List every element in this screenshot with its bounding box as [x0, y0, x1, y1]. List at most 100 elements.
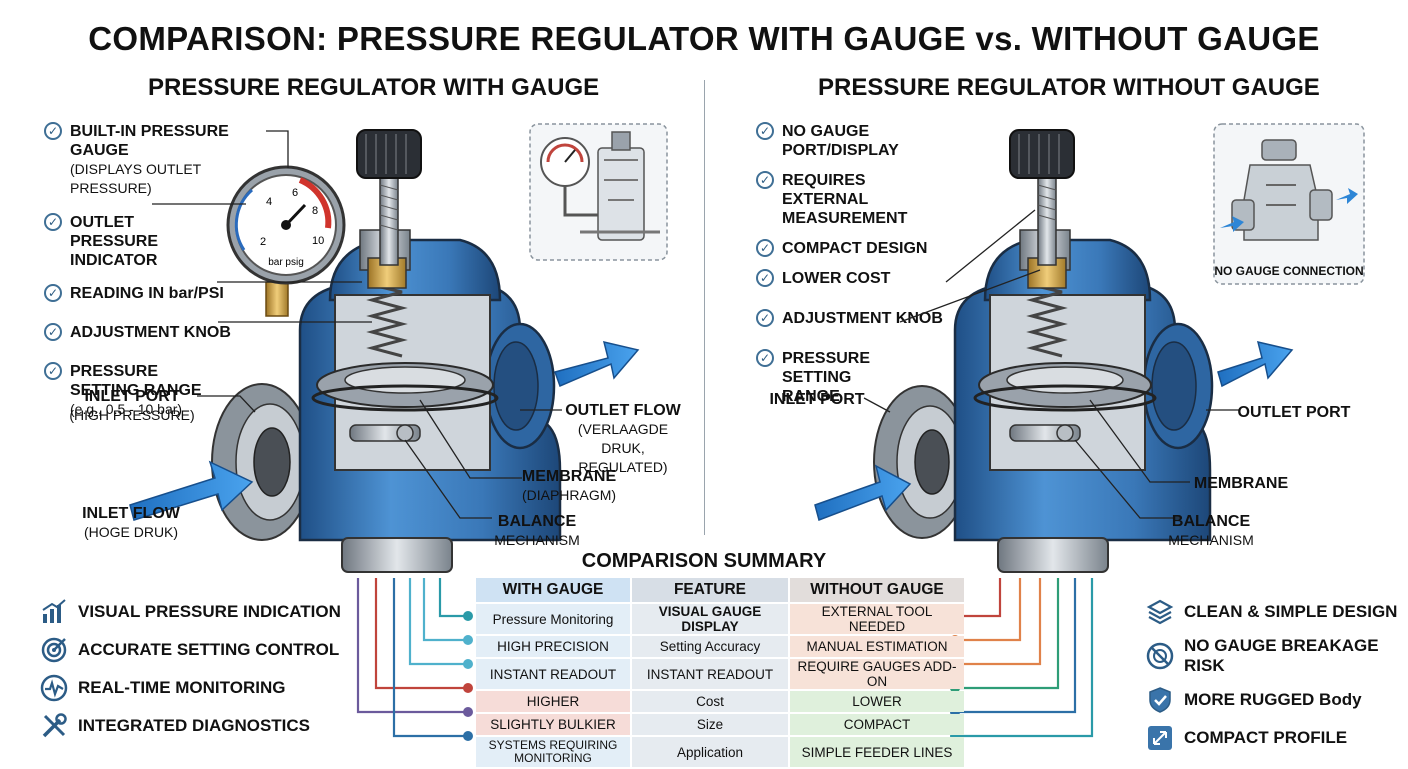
left-benefits-list: VISUAL PRESSURE INDICATION ACCURATE SETT…: [40, 598, 341, 740]
check-icon: ✓: [756, 171, 774, 189]
callout-label: MEMBRANE: [1193, 475, 1289, 492]
feature-label: ADJUSTMENT KNOB: [782, 310, 943, 327]
inlet-flow-arrow: [129, 460, 254, 521]
cell-feature: Application: [632, 737, 788, 767]
benefit-item: REAL-TIME MONITORING: [40, 674, 341, 702]
table-header-row: WITH GAUGE FEATURE WITHOUT GAUGE: [476, 578, 964, 602]
left-balance-callout: BALANCE MECHANISM: [482, 512, 592, 550]
right-inset-no-gauge: [1213, 123, 1365, 285]
table-row: HIGHER Cost LOWER: [476, 691, 964, 712]
right-connector-lines: [955, 578, 1094, 738]
right-outlet-port-callout: OUTLET PORT: [1236, 403, 1352, 422]
center-divider: [704, 80, 705, 535]
left-inlet-port-callout: INLET PORT (HIGH PRESSURE): [62, 387, 202, 425]
cell-without: EXTERNAL TOOL NEEDED: [790, 604, 964, 634]
column-header-with-gauge: WITH GAUGE: [476, 578, 630, 602]
cell-without: MANUAL ESTIMATION: [790, 636, 964, 657]
check-icon: ✓: [756, 239, 774, 257]
callout-label: BALANCE: [1171, 513, 1251, 530]
cell-feature: Setting Accuracy: [632, 636, 788, 657]
left-membrane-callout: MEMBRANE (DIAPHRAGM): [504, 467, 634, 505]
right-membrane-callout: MEMBRANE: [1186, 474, 1296, 493]
feature-sub: (e.g., 0.5 - 10 bar): [70, 401, 183, 417]
tools-icon: [42, 713, 67, 738]
benefit-item: INTEGRATED DIAGNOSTICS: [40, 712, 341, 740]
left-feature-indicator: ✓ OUTLET PRESSURE INDICATOR: [44, 213, 274, 270]
no-gauge-icon: [1146, 642, 1174, 670]
callout-label: OUTLET FLOW: [565, 402, 681, 419]
benefit-item: NO GAUGE BREAKAGE RISK: [1146, 636, 1408, 676]
cell-without: SIMPLE FEEDER LINES: [790, 737, 964, 767]
layers-icon: [1146, 599, 1174, 625]
right-feature-external: ✓ REQUIRES EXTERNAL MEASUREMENT: [756, 171, 986, 228]
column-header-without-gauge: WITHOUT GAUGE: [790, 578, 964, 602]
check-icon: ✓: [44, 213, 62, 231]
compact-icon: [1148, 726, 1172, 750]
gauge-tick: 4: [266, 196, 272, 208]
left-inset-schematic: [529, 123, 668, 261]
callout-sub: (HIGH PRESSURE): [69, 407, 195, 423]
cell-with: SYSTEMS REQUIRING MONITORING: [476, 737, 630, 767]
benefit-item: CLEAN & SIMPLE DESIGN: [1146, 598, 1408, 626]
gauge-tick: 8: [312, 205, 318, 217]
shield-check-icon: [1149, 687, 1171, 713]
feature-label: READING IN bar/PSI: [70, 285, 224, 302]
feature-label: BUILT-IN PRESSURE GAUGE: [70, 123, 229, 159]
feature-label: OUTLET PRESSURE INDICATOR: [70, 214, 159, 269]
cell-feature: VISUAL GAUGE DISPLAY: [632, 604, 788, 634]
cell-with: HIGHER: [476, 691, 630, 712]
benefit-item: ACCURATE SETTING CONTROL: [40, 636, 341, 664]
check-icon: ✓: [44, 122, 62, 140]
outlet-flow-arrow: [554, 340, 640, 388]
callout-sub: (DIAPHRAGM): [521, 487, 617, 503]
bar-chart-icon: [42, 599, 66, 623]
cell-feature: Cost: [632, 691, 788, 712]
right-feature-noport: ✓ NO GAUGE PORT/DISPLAY: [756, 122, 986, 160]
gauge-unit: bar psig: [268, 257, 304, 268]
benefit-item: VISUAL PRESSURE INDICATION: [40, 598, 341, 626]
table-row: INSTANT READOUT INSTANT READOUT REQUIRE …: [476, 659, 964, 689]
callout-sub: (VERLAAGDE DRUK, REGULATED): [577, 421, 669, 475]
right-benefits-list: CLEAN & SIMPLE DESIGN NO GAUGE BREAKAGE …: [1146, 598, 1408, 752]
cell-with: SLIGHTLY BULKIER: [476, 714, 630, 735]
table-row: SYSTEMS REQUIRING MONITORING Application…: [476, 737, 964, 767]
feature-label: PRESSURE SETTING RANGE: [782, 350, 871, 405]
cell-without: LOWER: [790, 691, 964, 712]
callout-label: MEMBRANE: [521, 468, 617, 485]
gauge-tick: 6: [292, 187, 298, 199]
table-row: SLIGHTLY BULKIER Size COMPACT: [476, 714, 964, 735]
left-inlet-flow-callout: INLET FLOW (HOGE DRUK): [60, 504, 202, 542]
left-regulator: 2 4 6 8 10 bar psig: [129, 129, 640, 573]
feature-label: COMPACT DESIGN: [782, 240, 928, 257]
callout-label: BALANCE: [497, 513, 577, 530]
cell-feature: INSTANT READOUT: [632, 659, 788, 689]
left-heading: PRESSURE REGULATOR WITH GAUGE: [148, 74, 600, 101]
benefit-label: REAL-TIME MONITORING: [78, 678, 286, 697]
left-connector-dots: [463, 611, 473, 741]
cell-with: HIGH PRECISION: [476, 636, 630, 657]
feature-label: PRESSURE SETTING RANGE: [70, 363, 202, 399]
callout-label: INLET FLOW: [82, 505, 180, 522]
feature-label: LOWER COST: [782, 270, 891, 287]
benefit-item: COMPACT PROFILE: [1146, 724, 1408, 752]
feature-label: NO GAUGE PORT/DISPLAY: [782, 123, 899, 159]
left-feature-gauge: ✓ BUILT-IN PRESSURE GAUGE (DISPLAYS OUTL…: [44, 122, 274, 198]
no-gauge-connection-label: NO GAUGE CONNECTION: [1214, 264, 1364, 278]
check-icon: ✓: [44, 362, 62, 380]
benefit-label: CLEAN & SIMPLE DESIGN: [1184, 602, 1398, 621]
gauge-tick: 10: [312, 235, 324, 247]
callout-sub: MECHANISM: [494, 532, 580, 548]
outlet-flow-arrow: [1217, 340, 1294, 388]
check-icon: ✓: [756, 122, 774, 140]
callout-label: INLET PORT: [84, 388, 180, 405]
cell-feature: Size: [632, 714, 788, 735]
left-outlet-flow-callout: OUTLET FLOW (VERLAAGDE DRUK, REGULATED): [558, 401, 688, 477]
gauge-tick: 2: [260, 236, 266, 248]
main-title: COMPARISON: PRESSURE REGULATOR WITH GAUG…: [88, 20, 1320, 57]
pulse-icon: [40, 674, 68, 702]
feature-label: REQUIRES EXTERNAL MEASUREMENT: [782, 172, 908, 227]
left-feature-range: ✓ PRESSURE SETTING RANGE (e.g., 0.5 - 10…: [44, 362, 274, 419]
right-feature-cost: ✓ LOWER COST: [756, 269, 986, 288]
right-feature-range: ✓ PRESSURE SETTING RANGE: [756, 349, 986, 406]
